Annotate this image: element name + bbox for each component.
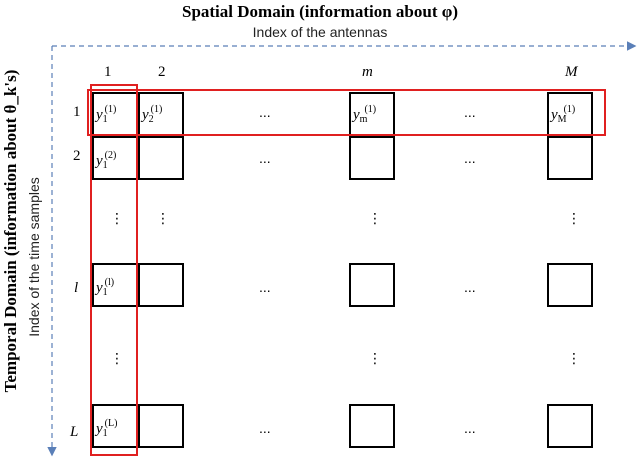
column-highlight-box [90, 84, 138, 456]
h-ellipsis: ... [464, 279, 476, 295]
symbol-y1-l: y1(l) [96, 277, 115, 298]
column-label-2: 2 [158, 64, 166, 80]
v-ellipsis: ⋮ [368, 350, 382, 366]
cell-rL-cM [547, 404, 593, 448]
cell-rl-cM [547, 263, 593, 307]
cell-rl-cm [349, 263, 395, 307]
v-ellipsis: ⋮ [368, 210, 382, 226]
v-ellipsis: ⋮ [156, 210, 170, 226]
h-ellipsis: ... [259, 150, 271, 166]
v-ellipsis: ⋮ [567, 350, 581, 366]
symbol-y2-1: y2(1) [142, 104, 163, 125]
cell-r2-c2 [138, 136, 184, 180]
symbol-ym-1: ym(1) [353, 104, 377, 125]
spatial-domain-title: Spatial Domain (information about φ) [181, 2, 459, 21]
cell-rl-c2 [138, 263, 184, 307]
row-label-L: L [70, 424, 79, 440]
temporal-domain-subtitle: Index of the time samples [26, 177, 42, 337]
symbol-y1-2: y1(2) [96, 150, 117, 171]
h-ellipsis: ... [259, 279, 271, 295]
spatial-domain-subtitle: Index of the antennas [252, 24, 388, 40]
cell-r2-cM [547, 136, 593, 180]
row-label-2: 2 [73, 148, 81, 164]
h-ellipsis: ... [259, 104, 271, 120]
cell-r2-cm [349, 136, 395, 180]
cell-rL-cm [349, 404, 395, 448]
symbol-y1-1: y1(1) [96, 104, 117, 125]
row-label-l: l [74, 280, 79, 296]
v-ellipsis: ⋮ [567, 210, 581, 226]
temporal-domain-title: Temporal Domain (information about θ_k's… [1, 69, 20, 393]
symbol-yM-1: yM(1) [551, 104, 576, 125]
h-ellipsis: ... [464, 420, 476, 436]
v-ellipsis: ⋮ [110, 350, 124, 366]
v-ellipsis: ⋮ [110, 210, 124, 226]
column-label-m: m [362, 64, 373, 80]
column-label-1: 1 [104, 64, 112, 80]
symbol-y1-L: y1(L) [96, 418, 118, 439]
h-ellipsis: ... [464, 150, 476, 166]
cell-rL-c2 [138, 404, 184, 448]
row-highlight-box [87, 89, 606, 136]
h-ellipsis: ... [259, 420, 271, 436]
column-label-M: M [565, 64, 578, 80]
row-label-1: 1 [73, 104, 81, 120]
h-ellipsis: ... [464, 104, 476, 120]
